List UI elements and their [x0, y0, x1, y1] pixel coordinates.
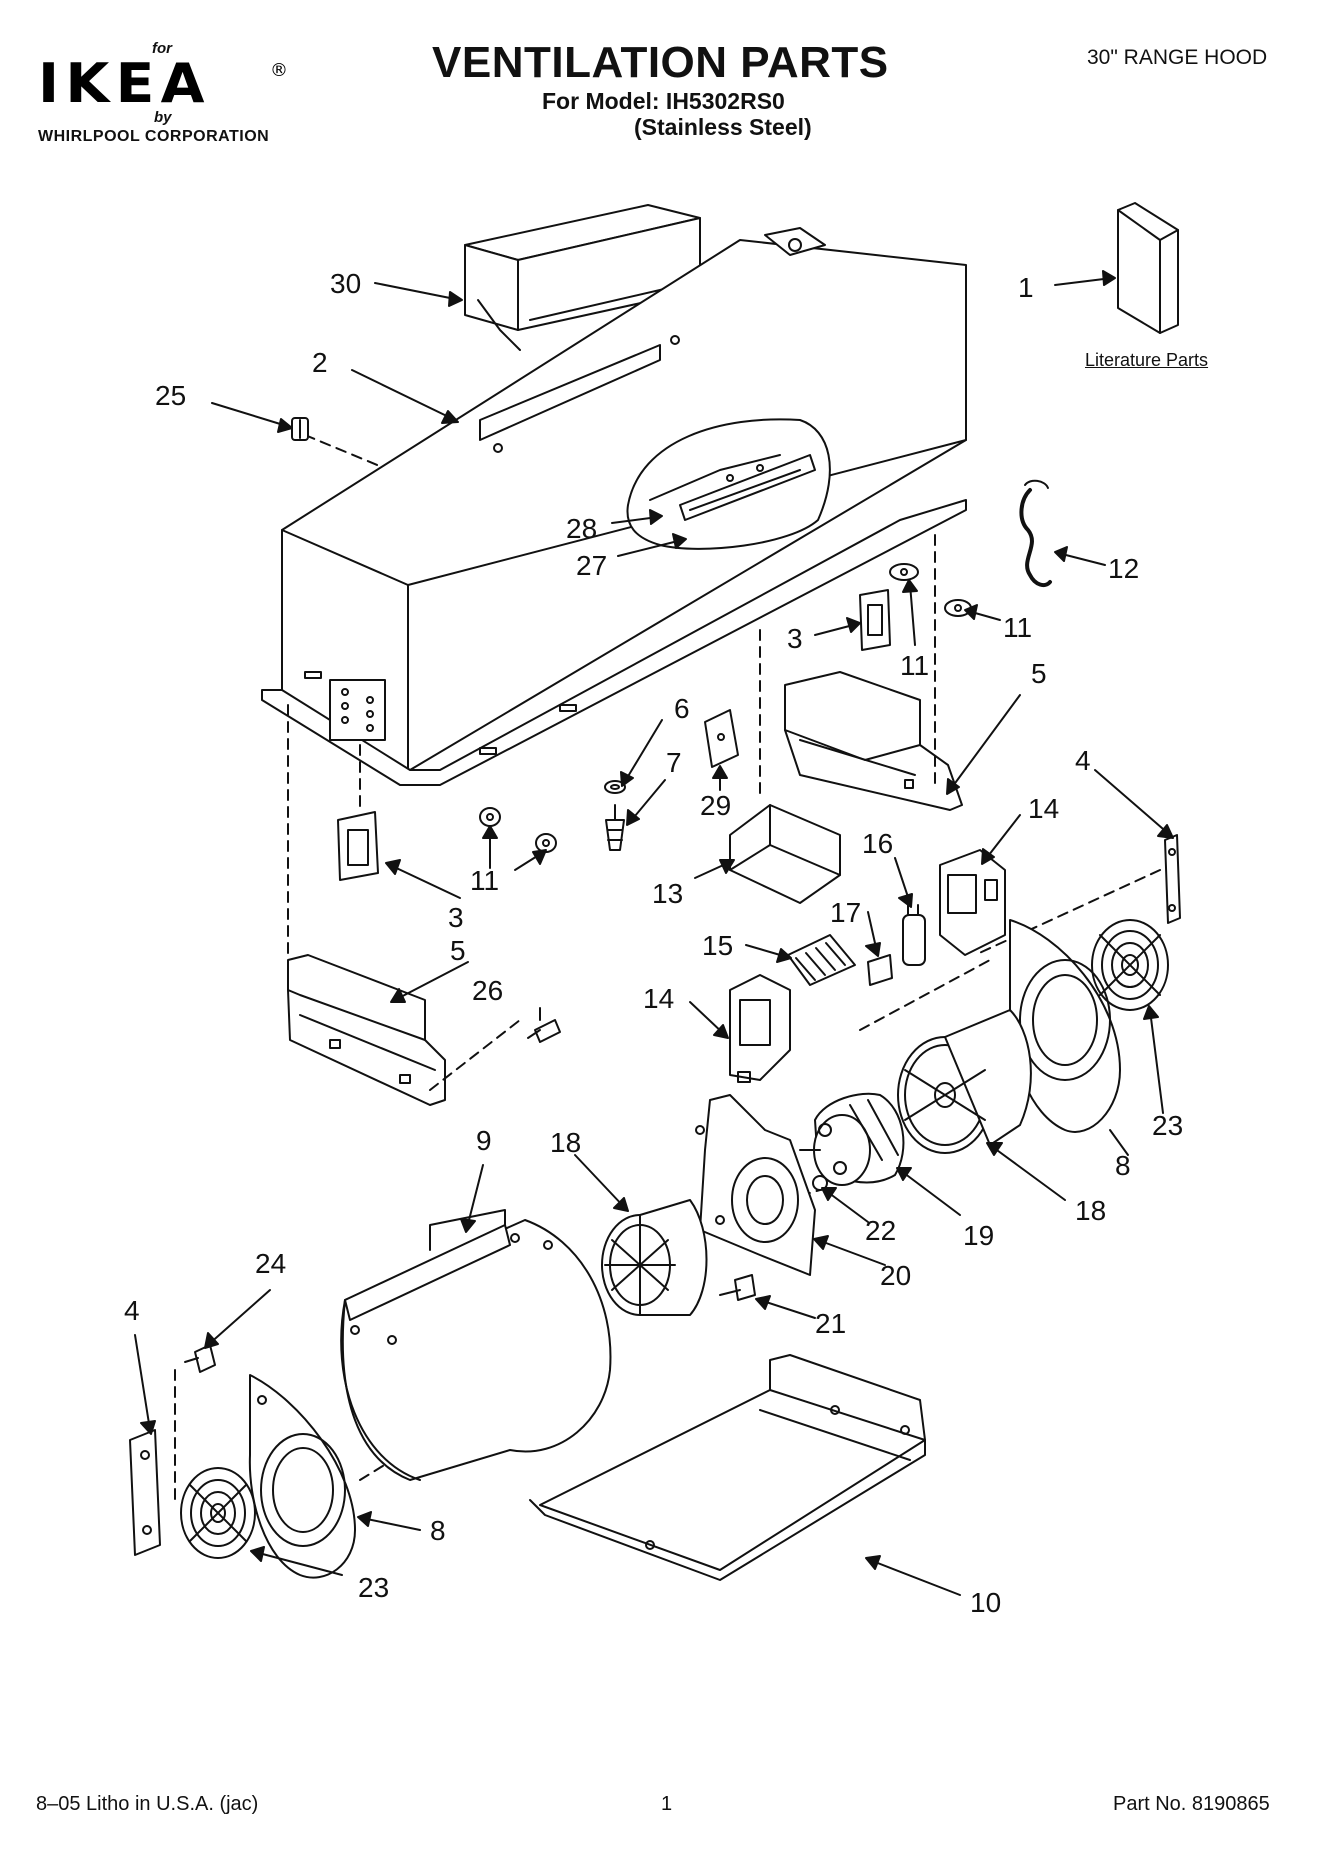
- callout-13: 13: [652, 878, 683, 909]
- part-15-terminal-block: [787, 934, 856, 986]
- part-11-clip-upper: [889, 563, 919, 581]
- part-7-screw: [605, 804, 625, 851]
- model-line: For Model: IH5302RS0: [542, 88, 785, 114]
- callout-3-lower: 3: [448, 902, 464, 933]
- part-18-blower-wheel-left: [601, 1199, 708, 1316]
- callout-5-lower: 5: [450, 935, 466, 966]
- part-26-screw: [527, 1019, 561, 1043]
- part-10-bottom-tray: [529, 1354, 926, 1581]
- page-title: VENTILATION PARTS: [432, 38, 889, 87]
- callout-14-left: 14: [643, 983, 674, 1014]
- part-27-28-damper-group: [626, 418, 831, 550]
- footer-page-number: 1: [661, 1793, 673, 1815]
- part-11-clip-lower-a: [479, 807, 501, 827]
- callout-leaders: [134, 270, 1174, 1596]
- callout-9: 9: [476, 1125, 492, 1156]
- part-13-cover: [729, 804, 841, 904]
- part-11-clip-right: [944, 599, 972, 617]
- callout-4-right: 4: [1075, 745, 1091, 776]
- callout-numbers: 30 2 25 1 28 27 12 11 11 3 5 6 7 29 11 3…: [124, 268, 1183, 1618]
- footer-part-number: Part No. 8190865: [1113, 1793, 1270, 1815]
- callout-21: 21: [815, 1308, 846, 1339]
- part-19-motor: [799, 1092, 905, 1186]
- part-14-terminal-bracket-left: [729, 974, 791, 1083]
- callout-24: 24: [255, 1248, 286, 1279]
- callout-10: 10: [970, 1587, 1001, 1618]
- callout-1: 1: [1018, 272, 1034, 303]
- product-name: 30" RANGE HOOD: [1087, 46, 1268, 69]
- callout-15: 15: [702, 930, 733, 961]
- part-9-blower-scroll: [340, 1209, 612, 1481]
- part-23-grille-right: [1091, 919, 1169, 1011]
- literature-parts-label: Literature Parts: [1085, 350, 1209, 370]
- callout-5-upper: 5: [1031, 658, 1047, 689]
- callout-16: 16: [862, 828, 893, 859]
- part-3-switch-upper: [859, 589, 891, 651]
- part-5-bracket-lower: [287, 954, 446, 1106]
- callout-3-upper: 3: [787, 623, 803, 654]
- part-29-plate: [704, 709, 739, 768]
- part-22-nut: [812, 1175, 828, 1191]
- part-20-motor-plate: [695, 1094, 816, 1276]
- callout-18-right: 18: [1075, 1195, 1106, 1226]
- brand-by-text: by: [154, 109, 172, 126]
- callout-11-lower: 11: [470, 865, 499, 896]
- callout-29: 29: [700, 790, 731, 821]
- callout-20: 20: [880, 1260, 911, 1291]
- callout-4-left: 4: [124, 1295, 140, 1326]
- part-16-capacitor: [902, 904, 926, 966]
- callout-11-upper: 11: [900, 650, 929, 681]
- callout-18-left: 18: [550, 1127, 581, 1158]
- part-6-washer: [604, 780, 626, 794]
- callout-27: 27: [576, 550, 607, 581]
- brand-for-text: for: [152, 40, 172, 57]
- part-1-literature: [1117, 202, 1179, 334]
- callout-28: 28: [566, 513, 597, 544]
- part-2-hood-body: [261, 227, 967, 786]
- part-3-switch-lower: [337, 811, 379, 881]
- callout-12: 12: [1108, 553, 1139, 584]
- callout-7: 7: [666, 747, 682, 778]
- part-21-screw: [719, 1274, 756, 1301]
- part-17-clip: [867, 954, 893, 986]
- brand-company: WHIRLPOOL CORPORATION: [38, 128, 270, 145]
- part-25-clip: [291, 417, 309, 441]
- ikea-logo: IKEA ®: [38, 56, 288, 108]
- callout-22: 22: [865, 1215, 896, 1246]
- callout-30: 30: [330, 268, 361, 299]
- callout-26: 26: [472, 975, 503, 1006]
- part-12-wire-harness: [1019, 479, 1052, 588]
- callout-23-right: 23: [1152, 1110, 1183, 1141]
- part-8-blower-housing-left: [248, 1374, 356, 1579]
- callout-25: 25: [155, 380, 186, 411]
- part-5-bracket-upper: [784, 671, 963, 811]
- part-24-screw: [184, 1344, 216, 1373]
- callout-8-left: 8: [430, 1515, 446, 1546]
- callout-2: 2: [312, 347, 328, 378]
- part-14-terminal-bracket-right: [939, 849, 1006, 956]
- callout-17: 17: [830, 897, 861, 928]
- callout-8-right: 8: [1115, 1150, 1131, 1181]
- callout-19: 19: [963, 1220, 994, 1251]
- part-4-bracket-left: [129, 1429, 161, 1556]
- part-4-bracket-right: [1164, 834, 1181, 924]
- callout-14-right: 14: [1028, 793, 1059, 824]
- part-18-blower-wheel-right: [897, 1009, 1032, 1154]
- footer-litho: 8–05 Litho in U.S.A. (jac): [36, 1793, 259, 1815]
- svg-text:IKEA: IKEA: [38, 56, 211, 108]
- svg-text:®: ®: [270, 60, 288, 81]
- callout-11-right: 11: [1003, 612, 1032, 643]
- callout-6: 6: [674, 693, 690, 724]
- finish-line: (Stainless Steel): [634, 114, 812, 140]
- callout-23-left: 23: [358, 1572, 389, 1603]
- part-23-grille-left: [180, 1467, 256, 1559]
